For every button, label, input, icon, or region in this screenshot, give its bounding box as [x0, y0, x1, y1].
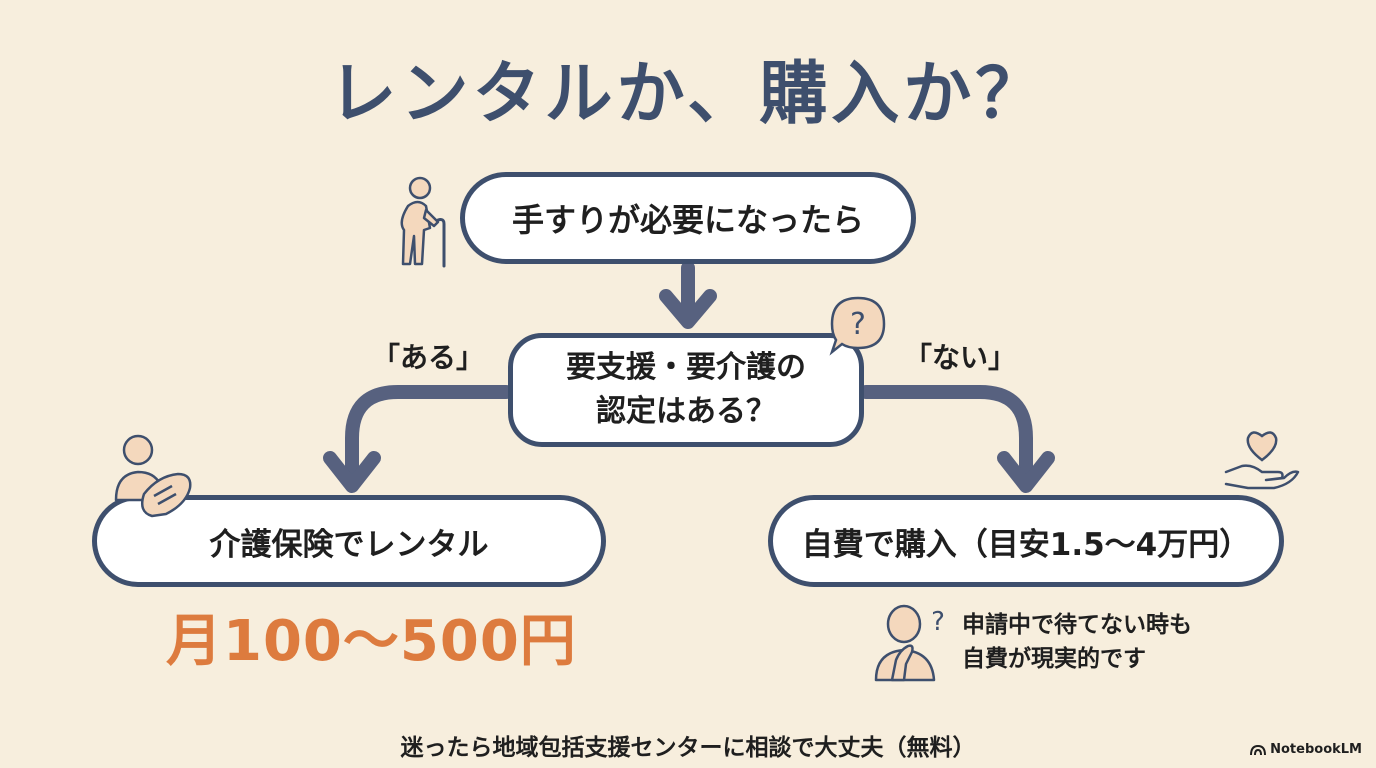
outcome-purchase-label: 自費で購入（目安1.5〜4万円） — [801, 526, 1251, 563]
question-bubble-icon: ? — [829, 296, 886, 356]
question-box: 要支援・要介護の 認定はある？ — [508, 333, 864, 447]
brand-mark: NotebookLM — [1250, 742, 1362, 757]
arrow-right-head — [997, 451, 1055, 493]
outcome-rental-label: 介護保険でレンタル — [209, 526, 489, 563]
arrow-left-head — [323, 451, 381, 493]
purchase-note: 申請中で待てない時も 自費が現実的です — [962, 608, 1192, 676]
purchase-note-line-1: 申請中で待てない時も — [962, 612, 1192, 638]
arrow-start-head — [659, 289, 717, 329]
arrow-question-to-right — [859, 385, 1033, 477]
thinking-person-icon: ? — [874, 604, 945, 682]
footer-advice: 迷ったら地域包括支援センターに相談で大丈夫（無料） — [400, 735, 976, 761]
brand-name: NotebookLM — [1270, 742, 1362, 757]
question-line-2: 認定はある？ — [596, 394, 776, 429]
purchase-note-line-2: 自費が現実的です — [962, 646, 1146, 672]
outcome-purchase-box: 自費で購入（目安1.5〜4万円） — [768, 495, 1284, 587]
branch-label-yes: 「ある」 — [372, 341, 485, 374]
svg-text:?: ? — [850, 307, 866, 342]
outcome-rental-box: 介護保険でレンタル — [92, 495, 606, 587]
rental-price: 月100〜500円 — [166, 609, 577, 674]
branch-label-no: 「ない」 — [904, 341, 1017, 374]
question-line-1: 要支援・要介護の — [566, 350, 806, 385]
arrow-question-to-left — [345, 385, 513, 477]
caregiver-hands-icon — [114, 434, 192, 518]
start-label: 手すりが必要になったら — [511, 201, 864, 239]
svg-text:?: ? — [931, 607, 945, 637]
page-title: レンタルか、購入か？ — [328, 55, 1048, 134]
notebooklm-logo-icon — [1250, 744, 1267, 755]
heart-in-hand-icon — [1224, 431, 1300, 490]
elderly-with-cane-icon — [400, 176, 446, 268]
start-box: 手すりが必要になったら — [460, 172, 916, 264]
